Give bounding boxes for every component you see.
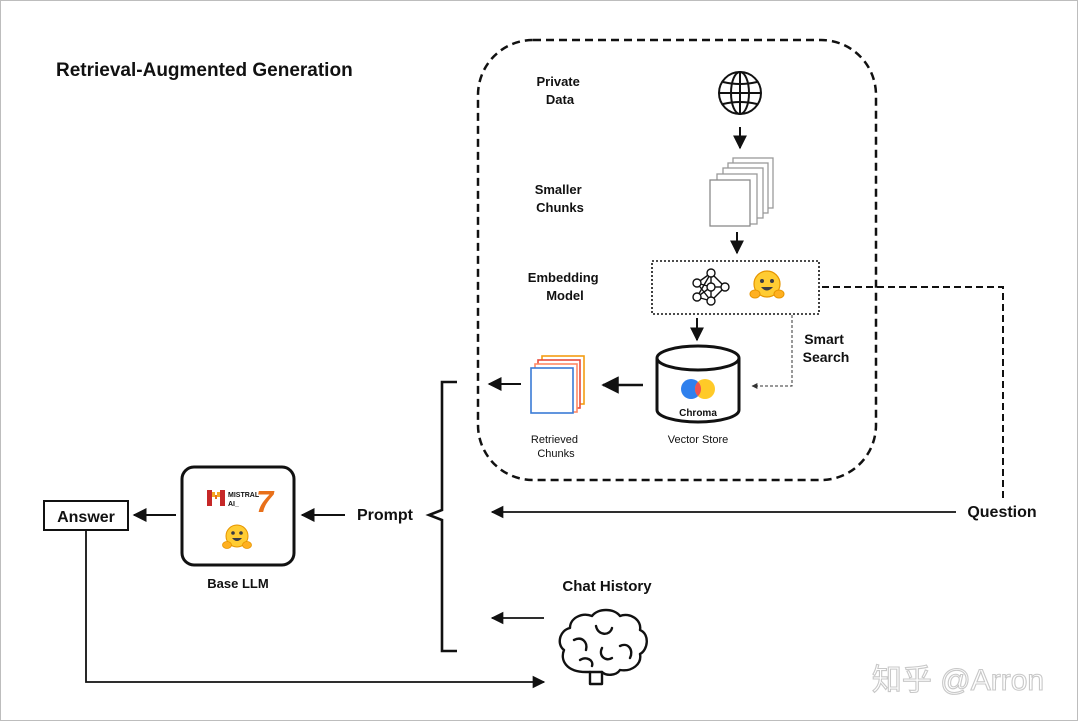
retrieved-chunks-icon <box>530 355 585 414</box>
diagram-title: Retrieval-Augmented Generation <box>56 60 353 81</box>
chroma-label: Chroma <box>679 408 717 419</box>
chat-history-label: Chat History <box>562 578 652 595</box>
answer-box <box>43 500 129 531</box>
context-bracket <box>425 380 457 653</box>
huggingface-icon <box>749 270 785 299</box>
watermark: 知乎 @Arron <box>872 664 1044 697</box>
base-llm-label: Base LLM <box>207 576 268 591</box>
answer-to-history-arrow <box>85 531 546 689</box>
mistral-logo: MISTRAL AI_ 7 <box>207 484 275 519</box>
embedding-model-label: Embedding Model <box>528 270 602 303</box>
embedding-model-box <box>651 260 820 315</box>
svg-text:7: 7 <box>256 484 275 519</box>
smart-search-label: Smart Search <box>803 331 850 365</box>
private-pipeline-container <box>476 38 878 482</box>
svg-text:AI_: AI_ <box>228 501 239 508</box>
vector-store-label: Vector Store <box>668 434 729 446</box>
arrow-smart-search <box>751 315 793 389</box>
globe-icon <box>718 71 762 115</box>
question-label: Question <box>967 504 1036 521</box>
answer-label: Answer <box>57 509 115 526</box>
brain-icon <box>558 608 648 686</box>
private-data-label: Private Data <box>537 74 584 107</box>
llm-huggingface-icon <box>222 524 252 549</box>
chroma-logo <box>681 379 715 399</box>
retrieved-chunks-label: Retrieved Chunks <box>531 434 581 460</box>
prompt-label: Prompt <box>357 507 414 524</box>
smaller-chunks-label: Smaller Chunks <box>535 182 586 215</box>
neural-network-icon <box>692 268 730 306</box>
question-to-embedding-link <box>821 286 1004 498</box>
svg-text:MISTRAL: MISTRAL <box>228 492 260 499</box>
base-llm-box <box>180 465 296 567</box>
documents-icon <box>709 157 774 227</box>
